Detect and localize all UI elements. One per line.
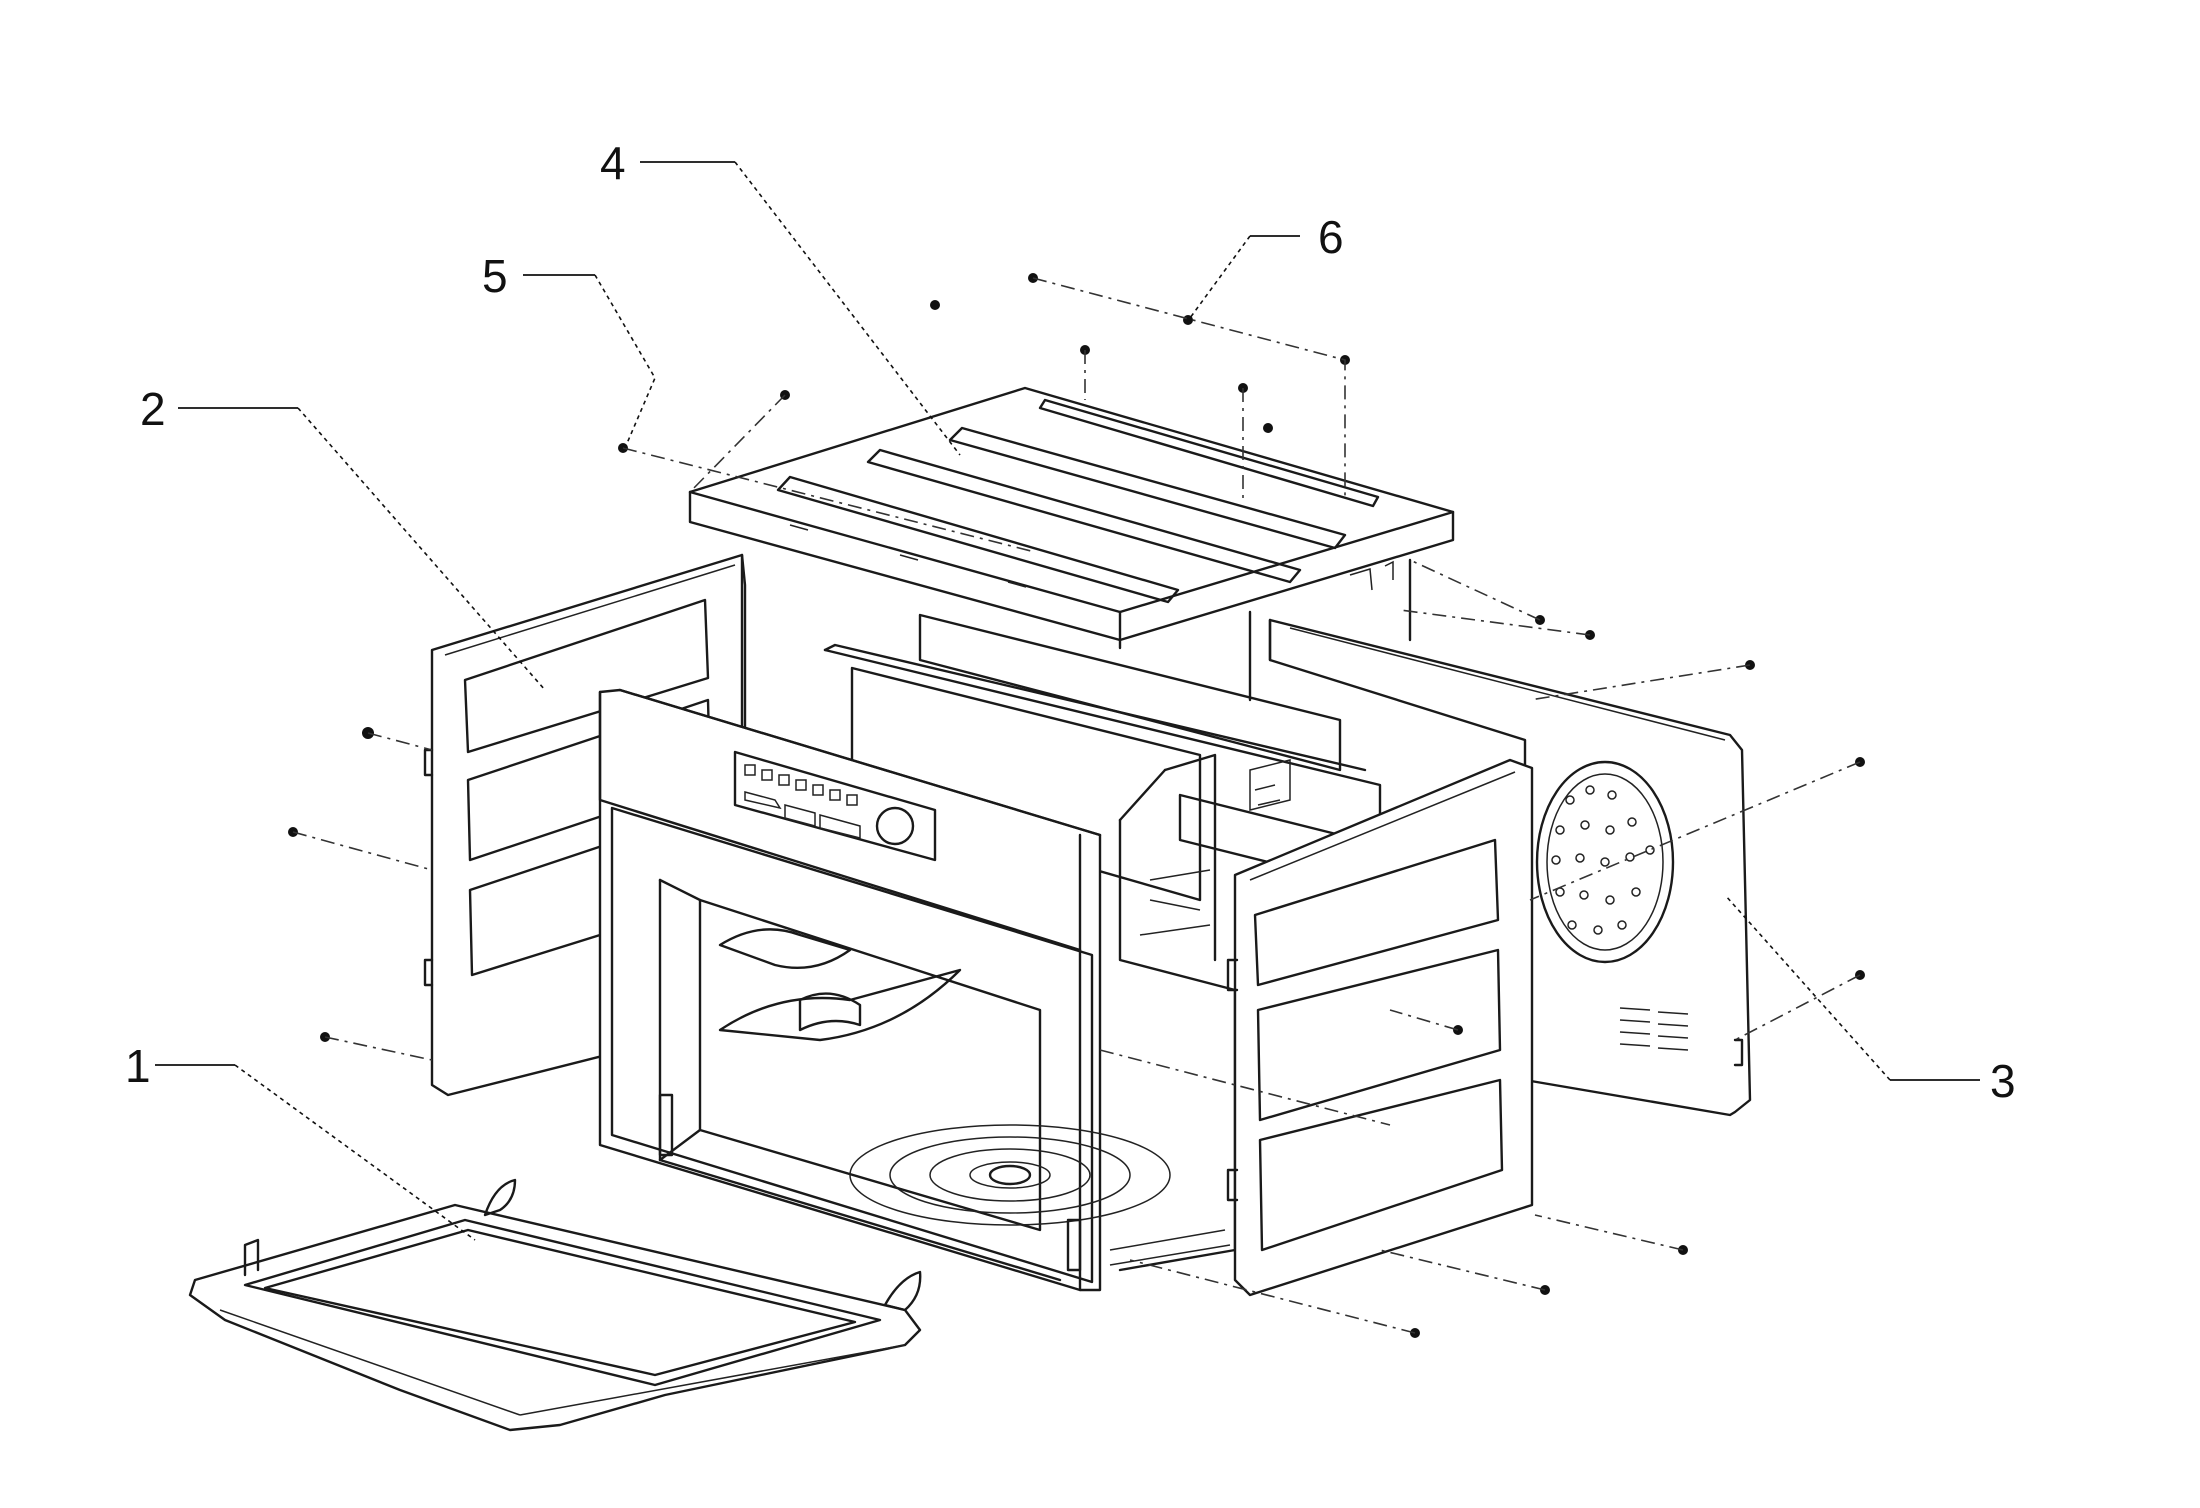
callout-leaders	[155, 161, 1980, 1241]
callout-label-3: 3	[1990, 1055, 2016, 1107]
part-1-door	[188, 1178, 922, 1432]
callout-label-5: 5	[482, 250, 508, 302]
callout-label-6: 6	[1318, 211, 1344, 263]
callout-label-4: 4	[600, 137, 626, 189]
right-inner-side-panel	[1226, 758, 1534, 1297]
front-frame	[598, 688, 1171, 1292]
part-4-top-cover	[688, 386, 1455, 702]
callout-label-2: 2	[140, 383, 166, 435]
assembly-lines	[292, 277, 1861, 1334]
part-3-right-side-panel	[1268, 618, 1752, 1117]
callout-label-1: 1	[125, 1040, 151, 1092]
